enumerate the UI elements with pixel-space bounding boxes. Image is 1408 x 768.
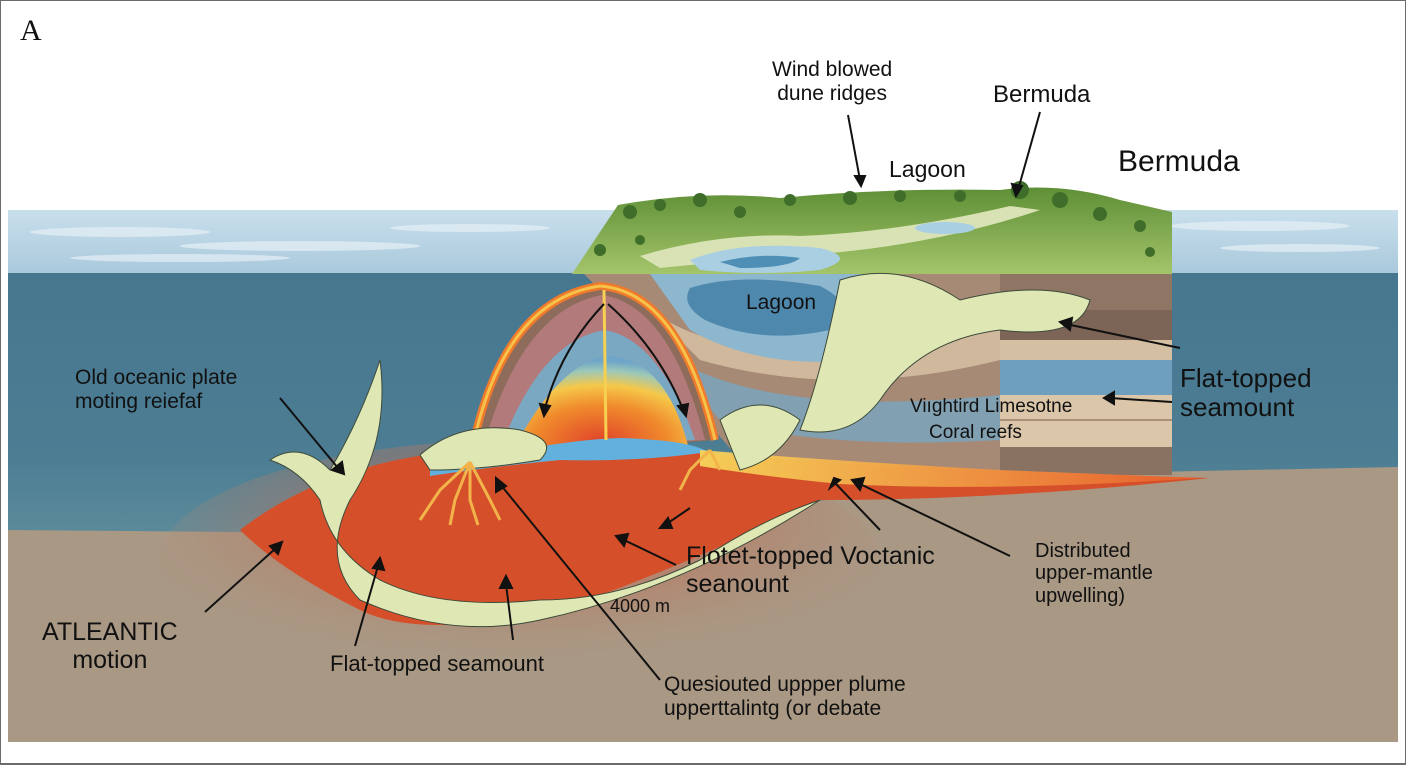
leader-lines <box>204 111 1181 681</box>
panel-letter: A <box>20 14 42 47</box>
label-lagoon-top: Lagoon <box>889 156 966 182</box>
label-distributed-upwelling: Distributed upper-mantle upwelling) <box>1035 540 1153 607</box>
label-distributed-line3: upwelling) <box>1035 584 1126 607</box>
label-atlantic-line2: motion <box>72 646 148 674</box>
reef-limestone <box>268 359 821 628</box>
label-bermuda-arrow: Bermuda <box>993 81 1091 108</box>
label-volcanic-seamount-line2: seanount <box>686 570 789 598</box>
label-plume-line1: Quesiouted uppper plume <box>664 673 906 696</box>
label-volcanic-seamount: Flotet-topped Voctanic seanount <box>686 542 935 598</box>
surface-ripples <box>30 221 1380 262</box>
trees <box>594 181 1155 257</box>
label-distributed-line2: upper-mantle <box>1035 562 1153 585</box>
dome-core <box>512 356 688 452</box>
label-bermuda-title: Bermuda <box>1118 145 1240 178</box>
label-depth: 4000 m <box>610 596 671 616</box>
label-old-oceanic-plate: Old oceanic plate moting reiefaf <box>75 366 237 413</box>
label-old-plate-line2: moting reiefaf <box>75 389 203 413</box>
label-wind-dunes: Wind blowed dune ridges <box>772 58 892 105</box>
label-volcanic-seamount-line1: Flotet-topped Voctanic <box>686 542 935 570</box>
label-limestone: Viıghtird Limesotne <box>910 396 1073 417</box>
label-flat-topped-right-line2: seamount <box>1180 392 1295 423</box>
label-flat-topped-right: Flat-topped seamount <box>1180 363 1312 423</box>
label-wind-dunes-line1: Wind blowed <box>772 58 893 81</box>
label-distributed-line1: Distributed <box>1035 540 1131 562</box>
label-lagoon-inner: Lagoon <box>746 291 817 314</box>
reef-middle <box>719 404 801 471</box>
label-flat-topped-bottom: Flat-topped seamount <box>330 651 545 676</box>
label-plume-line2: upperttalintg (or debate <box>664 696 882 720</box>
label-coral-reefs: Coral reefs <box>929 422 1022 443</box>
label-old-plate-line1: Old oceanic plate <box>75 366 238 389</box>
label-plume: Quesiouted uppper plume upperttalintg (o… <box>664 673 906 720</box>
lagoon-water <box>687 279 843 336</box>
label-atlantic-motion: ATLEANTIC motion <box>42 618 178 674</box>
central-conduit <box>602 289 608 441</box>
small-pond <box>915 222 975 234</box>
sill-blue <box>430 438 708 476</box>
label-flat-topped-right-line1: Flat-topped <box>1180 363 1312 393</box>
label-wind-dunes-line2: dune ridges <box>777 81 887 105</box>
label-atlantic-line1: ATLEANTIC <box>42 618 178 646</box>
feeder-dikes <box>418 448 722 526</box>
lava-channel <box>700 450 1200 487</box>
reef-right <box>799 272 1091 433</box>
